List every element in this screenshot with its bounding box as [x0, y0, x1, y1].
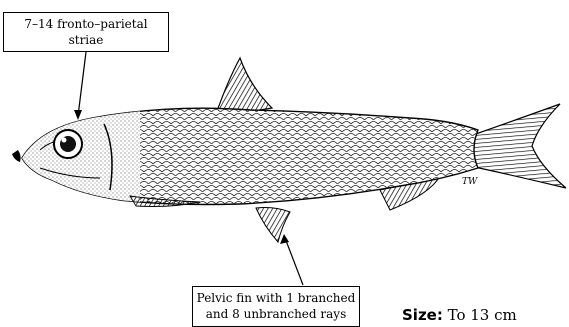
- eye: [54, 130, 82, 158]
- fin-callout-line-1: Pelvic fin with 1 branched: [195, 290, 357, 306]
- fin-callout-line-2: and 8 unbranched rays: [195, 306, 357, 322]
- tail-fin: [470, 104, 566, 188]
- head-callout-arrow: [78, 52, 86, 116]
- head-striae-callout: 7–14 fronto–parietal striae: [3, 12, 169, 52]
- head-callout-line-1: 7–14 fronto–parietal: [6, 16, 166, 32]
- pelvic-fin-callout: Pelvic fin with 1 branched and 8 unbranc…: [192, 286, 360, 327]
- size-label: Size:: [402, 306, 443, 324]
- fin-callout-arrow: [285, 238, 303, 285]
- dorsal-fin: [216, 58, 272, 114]
- size-value: To 13 cm: [443, 306, 517, 324]
- head-callout-line-2: striae: [6, 32, 166, 48]
- artist-signature: TW: [462, 177, 478, 187]
- size-caption: Size: To 13 cm: [402, 306, 517, 324]
